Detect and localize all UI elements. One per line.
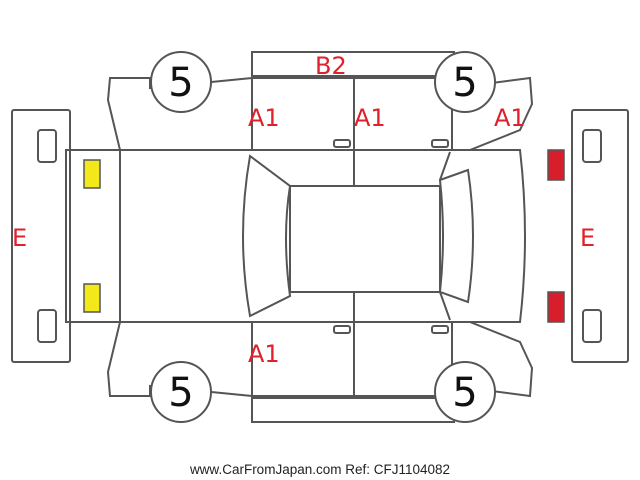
tire-bottom-right-rating: 5 (452, 370, 477, 416)
tire-top-right: 5 (434, 51, 496, 113)
source-watermark: www.CarFromJapan.com Ref: CFJ1104082 (189, 462, 450, 477)
front-light-bottom (547, 291, 565, 323)
damage-code-front-end: E (580, 224, 595, 252)
tire-bottom-left-rating: 5 (168, 370, 193, 416)
tire-bottom-left: 5 (150, 361, 212, 423)
front-light-top (547, 149, 565, 181)
tire-bottom-right: 5 (434, 361, 496, 423)
tire-top-left-rating: 5 (168, 60, 193, 106)
damage-code-front-left-door: A1 (248, 104, 280, 132)
rear-end-view (11, 109, 71, 363)
tire-top-right-rating: 5 (452, 60, 477, 106)
damage-code-bottom-door: A1 (248, 340, 280, 368)
damage-code-back-bumper: B2 (315, 52, 347, 80)
tire-top-left: 5 (150, 51, 212, 113)
damage-code-front-left-fender: A1 (494, 104, 526, 132)
rear-light-bottom (83, 283, 101, 313)
damage-code-rear-left-door: A1 (354, 104, 386, 132)
rear-light-top (83, 159, 101, 189)
damage-code-rear-end: E (12, 224, 27, 252)
front-end-view (571, 109, 629, 363)
car-plan-view (65, 149, 565, 323)
